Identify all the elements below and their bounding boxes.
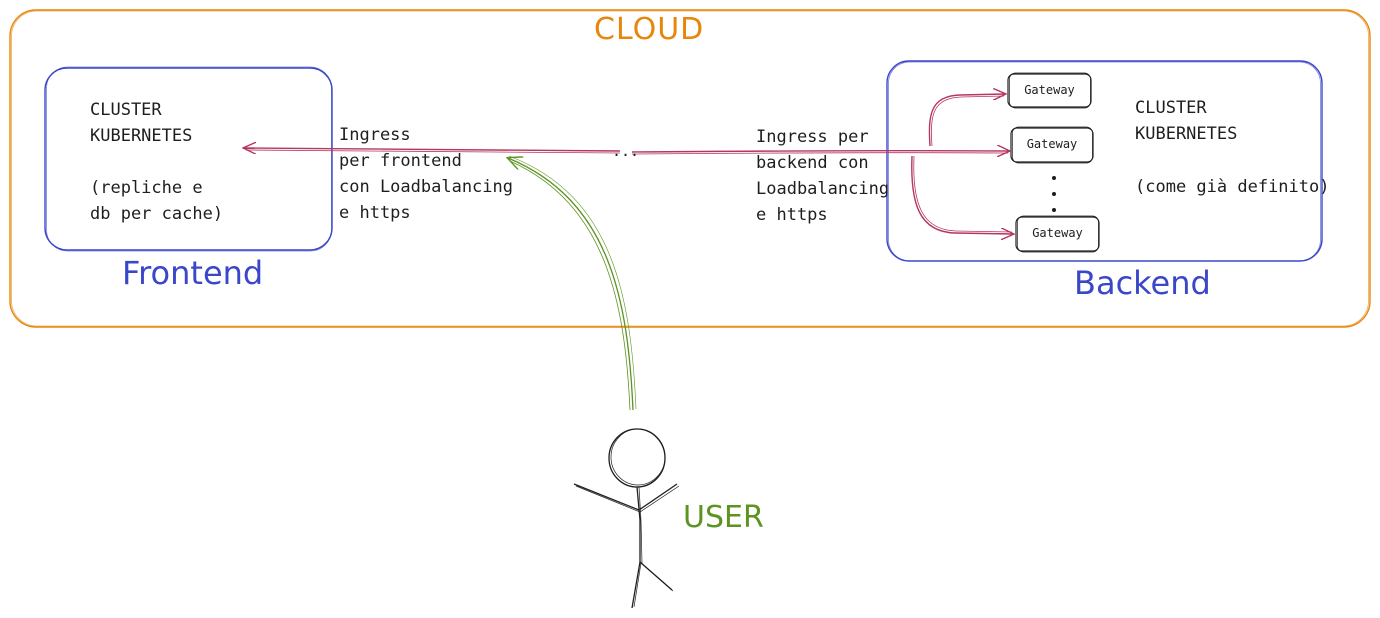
- backend-cluster-line1: CLUSTER: [1135, 98, 1207, 118]
- frontend-cluster-line1: CLUSTER: [90, 100, 162, 120]
- gateway-ellipsis-dots: [1052, 176, 1056, 212]
- ingress-connector-right: [631, 151, 1009, 154]
- ingress-frontend-line4: e https: [339, 203, 411, 223]
- gateway-label-2: Gateway: [1026, 137, 1078, 151]
- frontend-label: Frontend: [122, 254, 264, 292]
- frontend-cluster-line2: KUBERNETES: [90, 126, 193, 146]
- user-label: USER: [683, 500, 764, 535]
- ingress-frontend-line2: per frontend: [339, 151, 462, 171]
- ingress-frontend-line1: Ingress: [339, 125, 411, 145]
- backend-cluster-line2: KUBERNETES: [1135, 124, 1238, 144]
- cloud-container: [9, 9, 1371, 328]
- ingress-backend-line1: Ingress per: [756, 127, 869, 147]
- ingress-backend-line4: e https: [756, 205, 828, 225]
- ingress-backend-line3: Loadbalancing: [756, 179, 890, 199]
- gateway-box-1: [1007, 72, 1092, 109]
- backend-note: (come già definito): [1135, 177, 1330, 197]
- backend-cluster-box: [886, 60, 1323, 262]
- gateway-box-3: [1015, 215, 1100, 253]
- cloud-label: CLOUD: [594, 12, 705, 47]
- connector-to-gateway-1: [928, 94, 1005, 147]
- user-request-arrow: [508, 155, 637, 411]
- frontend-note-line1: (repliche e: [90, 178, 203, 198]
- connector-ellipsis: ...: [612, 142, 640, 160]
- gateway-label-1: Gateway: [1024, 83, 1075, 97]
- backend-label: Backend: [1074, 264, 1211, 302]
- ingress-backend-line2: backend con: [756, 153, 869, 173]
- user-figure: [573, 428, 680, 609]
- gateway-label-3: Gateway: [1032, 226, 1083, 240]
- frontend-cluster-box: [44, 66, 333, 252]
- ingress-frontend-line3: con Loadbalancing: [339, 177, 513, 197]
- connector-to-gateway-3: [911, 155, 1013, 234]
- frontend-note-line2: db per cache): [90, 204, 224, 224]
